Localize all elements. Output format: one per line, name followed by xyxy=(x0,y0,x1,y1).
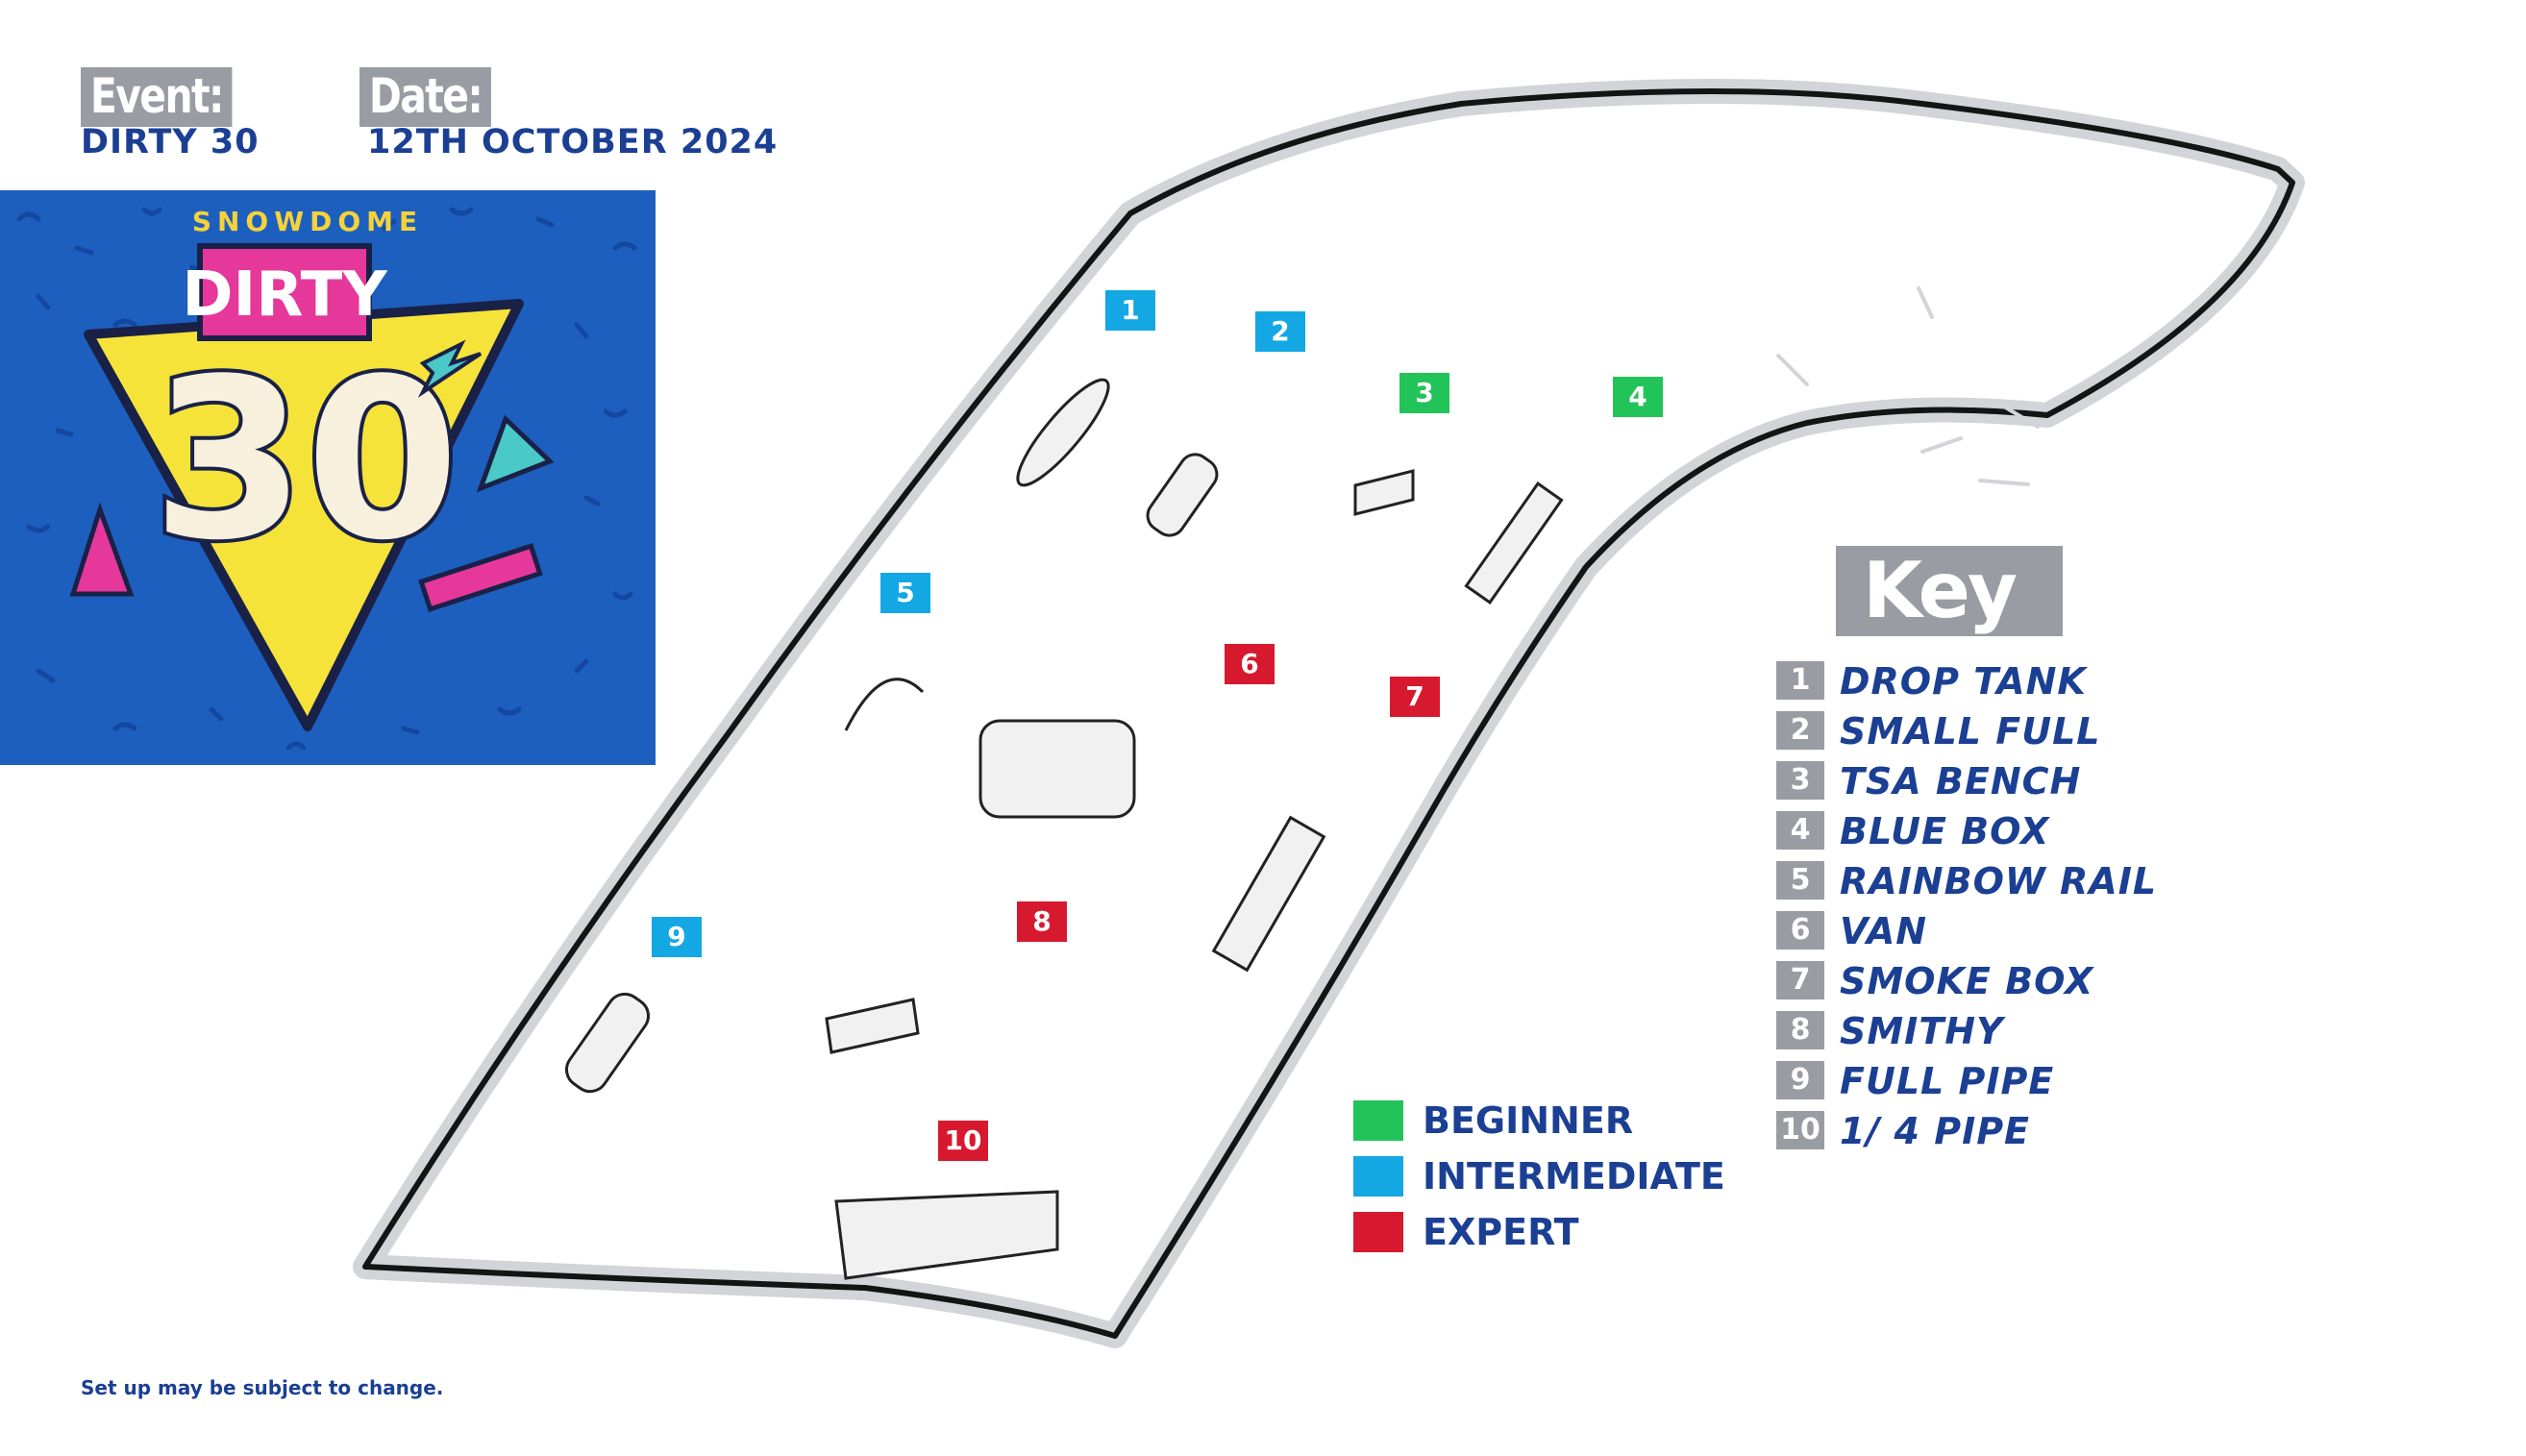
key-label: FULL PIPE xyxy=(1840,1060,2055,1102)
map-badge-4: 4 xyxy=(1613,377,1663,417)
key-number: 8 xyxy=(1776,1011,1824,1049)
map-badge-8: 8 xyxy=(1017,901,1067,942)
key-label: SMITHY xyxy=(1840,1010,2004,1052)
expert-swatch xyxy=(1353,1212,1403,1252)
date-label: Date: xyxy=(359,67,491,127)
key-number: 9 xyxy=(1776,1061,1824,1099)
expert-label: EXPERT xyxy=(1423,1211,1579,1253)
key-label: SMALL FULL xyxy=(1840,710,2101,753)
map-badge-10: 10 xyxy=(938,1121,988,1161)
poster-number: 30 xyxy=(152,333,459,589)
date-value: 12TH OCTOBER 2024 xyxy=(367,123,779,161)
poster-pyramid-shape xyxy=(69,502,135,597)
disclaimer: Set up may be subject to change. xyxy=(81,1376,444,1399)
map-badge-1: 1 xyxy=(1105,290,1155,331)
smoke-box-icon xyxy=(1211,815,1326,973)
poster-cone-shape xyxy=(476,414,555,493)
key-number: 10 xyxy=(1776,1111,1824,1149)
beginner-swatch xyxy=(1353,1100,1403,1141)
key-label: DROP TANK xyxy=(1840,660,2087,703)
poster-bar-shape xyxy=(418,543,543,612)
map-badge-2: 2 xyxy=(1255,311,1305,352)
key-number: 6 xyxy=(1776,911,1824,950)
map-badge-6: 6 xyxy=(1225,644,1275,684)
rainbow-rail-icon xyxy=(844,678,925,731)
feature-icons xyxy=(565,378,1564,1280)
blue-box-icon xyxy=(1464,481,1564,605)
small-full-pipe-icon xyxy=(1146,453,1219,537)
key-title: Key xyxy=(1836,546,2063,636)
poster-title: DIRTY xyxy=(182,259,387,331)
key-label: SMOKE BOX xyxy=(1840,960,2094,1002)
poster-lightning-shape xyxy=(417,339,483,398)
key-label: 1/ 4 PIPE xyxy=(1840,1110,2031,1152)
drop-tank-icon xyxy=(1016,378,1110,487)
intermediate-label: INTERMEDIATE xyxy=(1423,1155,1725,1197)
key-number: 1 xyxy=(1776,661,1824,700)
intermediate-swatch xyxy=(1353,1156,1403,1197)
poster-title-box xyxy=(197,243,372,341)
smithy-icon xyxy=(825,998,920,1054)
key-label: RAINBOW RAIL xyxy=(1840,860,2158,902)
event-value: DIRTY 30 xyxy=(81,123,260,161)
map-badge-9: 9 xyxy=(652,917,702,957)
key-label: VAN xyxy=(1840,910,1928,952)
map-badge-7: 7 xyxy=(1390,677,1440,717)
poster-brand: SNOWDOME xyxy=(192,206,423,237)
beginner-label: BEGINNER xyxy=(1423,1099,1634,1142)
poster-pattern xyxy=(16,207,637,751)
tsa-bench-icon xyxy=(1353,469,1415,516)
map-badge-3: 3 xyxy=(1399,373,1449,413)
spray-marks xyxy=(1776,286,2040,486)
key-label: TSA BENCH xyxy=(1840,760,2082,802)
event-poster: SNOWDOME DIRTY 30 xyxy=(0,190,656,765)
van-icon xyxy=(978,719,1136,819)
full-pipe-icon xyxy=(565,992,650,1094)
quarter-pipe-icon xyxy=(834,1190,1059,1280)
key-number: 3 xyxy=(1776,761,1824,800)
key-number: 2 xyxy=(1776,711,1824,750)
key-number: 4 xyxy=(1776,811,1824,850)
map-badge-5: 5 xyxy=(880,573,930,613)
key-number: 7 xyxy=(1776,961,1824,999)
key-label: BLUE BOX xyxy=(1840,810,2050,852)
key-number: 5 xyxy=(1776,861,1824,900)
event-label: Event: xyxy=(81,67,233,127)
